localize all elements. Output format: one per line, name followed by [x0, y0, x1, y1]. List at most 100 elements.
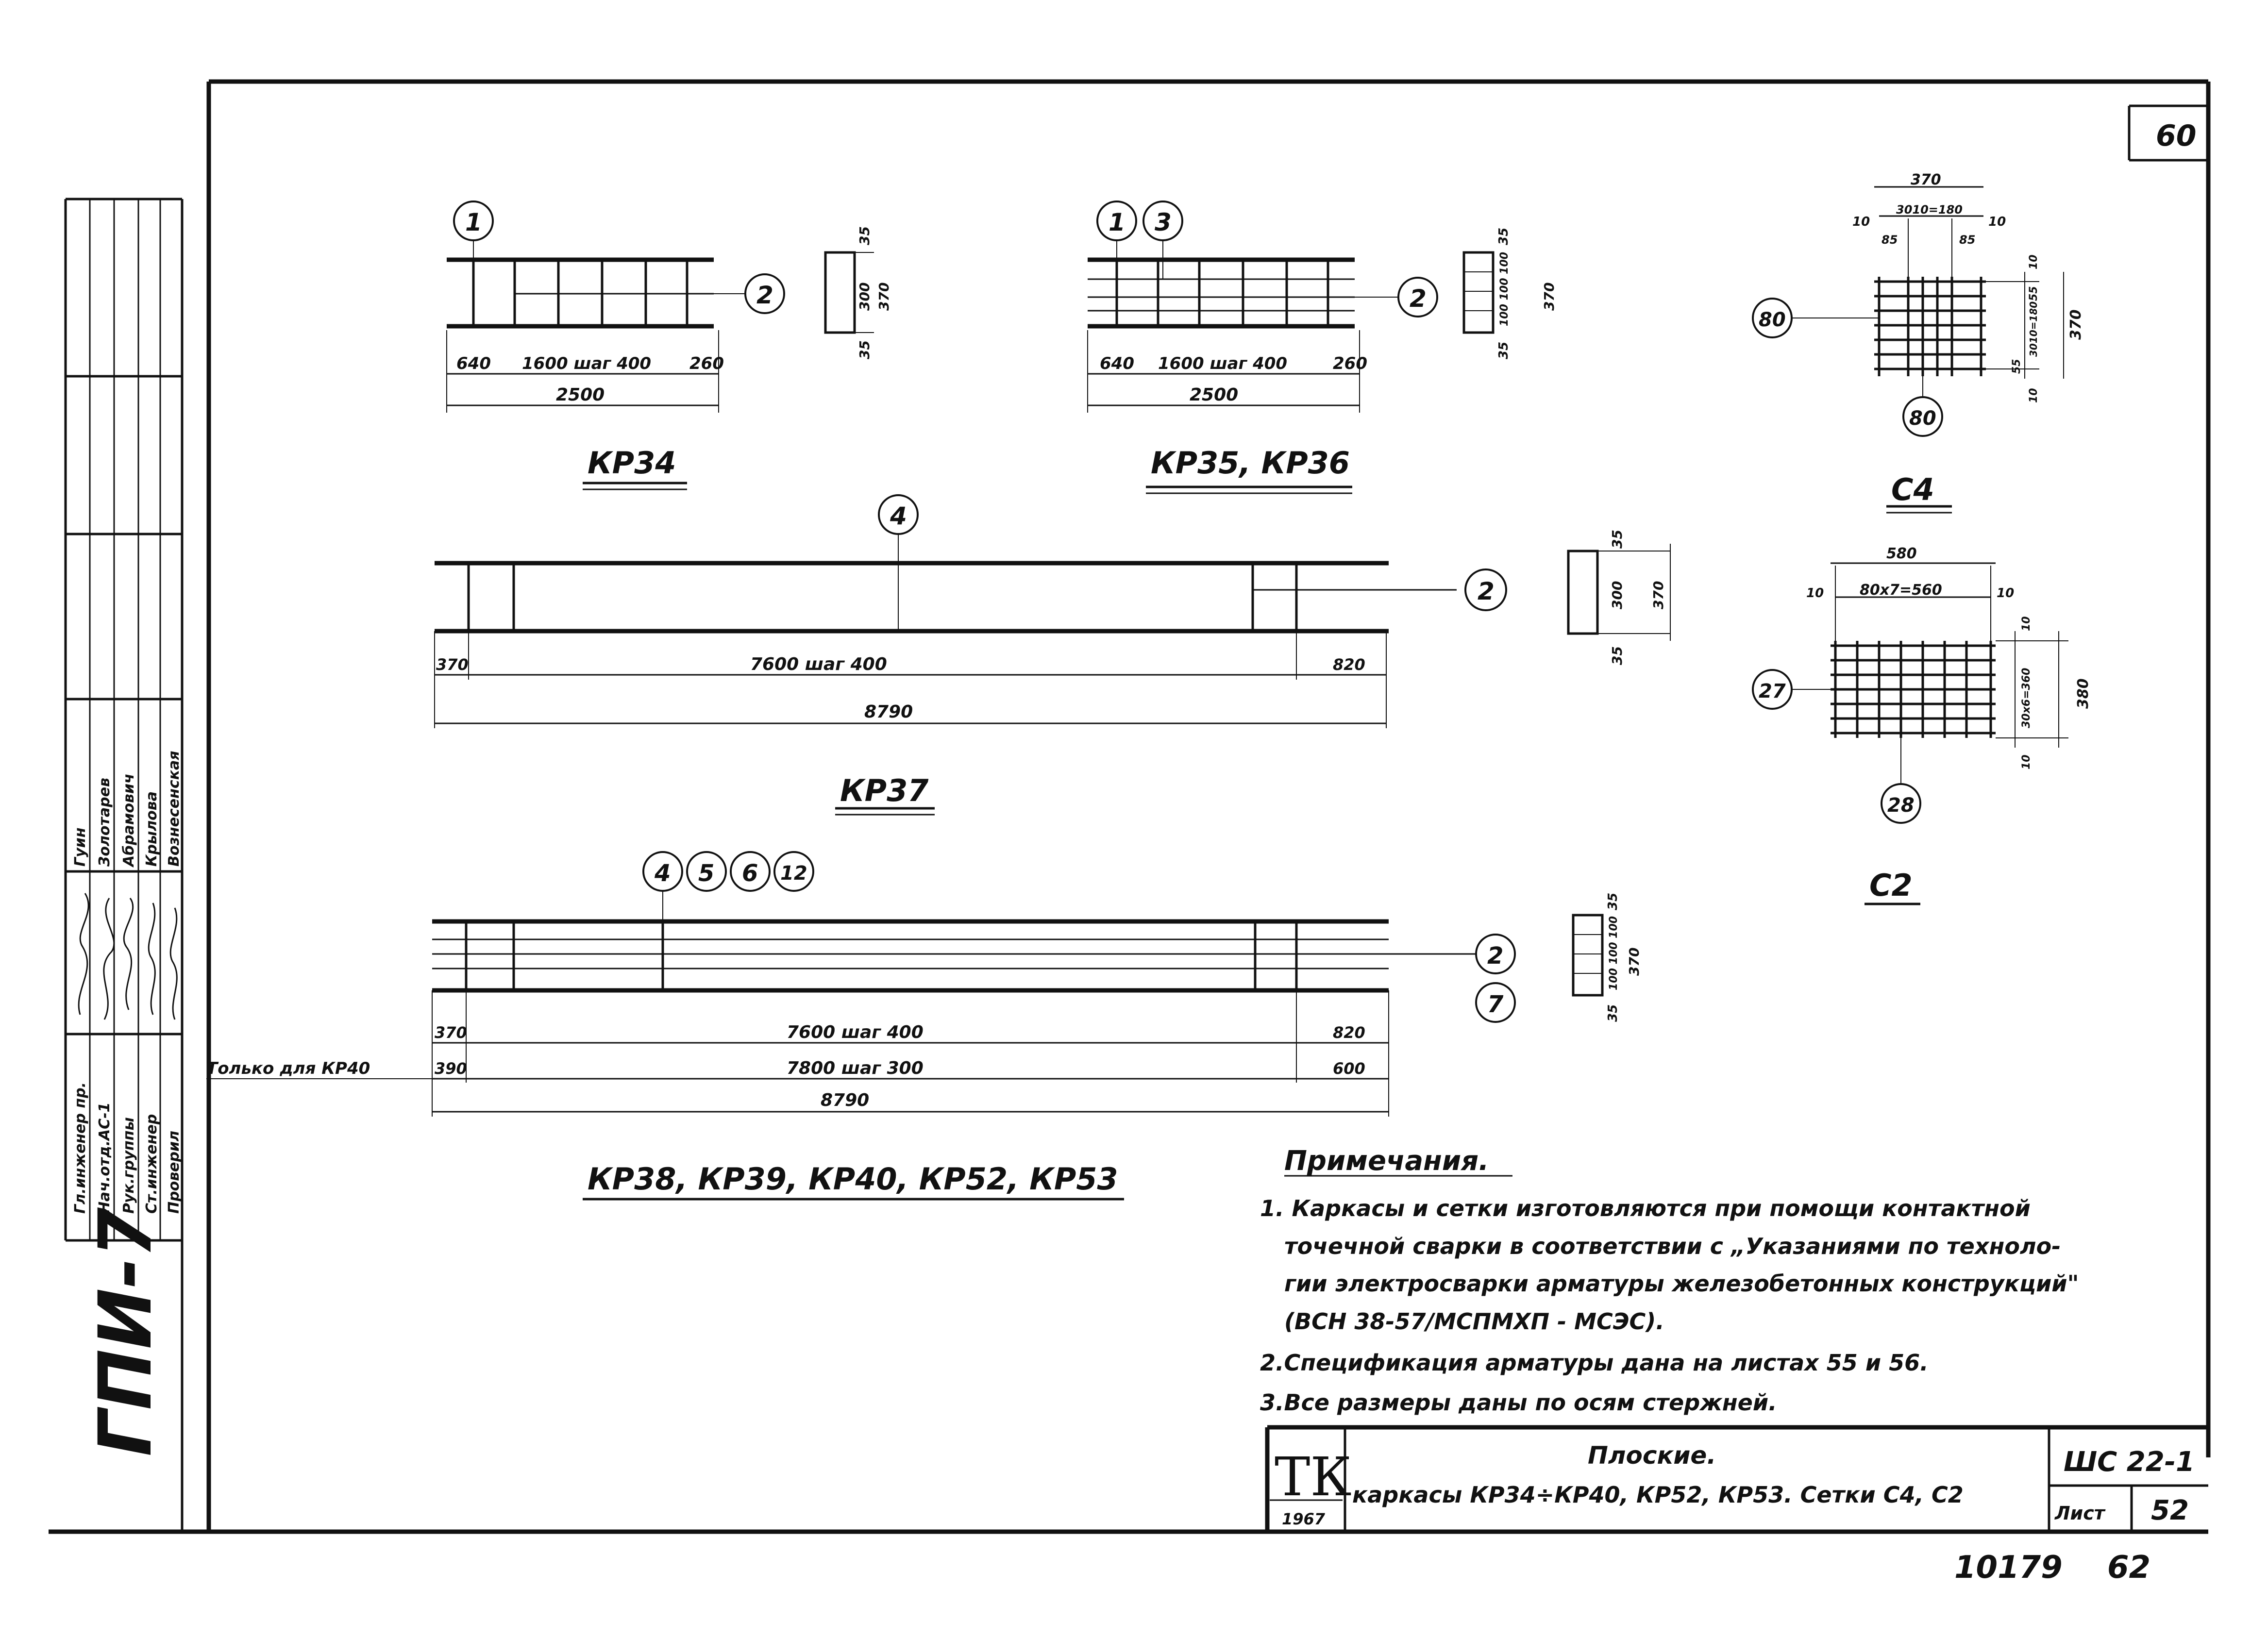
kr34-bubble-2: 2	[756, 281, 773, 309]
kr38-title: КР38, КР39, КР40, КР52, КР53	[588, 1161, 1118, 1197]
page-corner-number: 60	[2156, 119, 2197, 153]
kr37-dim-left: 370	[436, 655, 469, 674]
kr34-title: КР34	[588, 445, 676, 481]
kr37-drawing: 4 2 370 7600 шаг 400 820 8790 35 300 35 …	[434, 494, 1671, 816]
kr38-bubble-4: 4	[654, 860, 671, 887]
sheet-frame	[49, 79, 2211, 1534]
kr38-only-for: Только для КР40	[206, 1059, 370, 1078]
c4-dim-right-b: 3010=180	[2028, 301, 2039, 357]
notes-heading: Примечания.	[1284, 1145, 1489, 1177]
kr35-bubble-2: 2	[1410, 284, 1427, 313]
c2-dim-top-edge-r: 10	[1997, 586, 2014, 601]
kr37-bubble-4: 4	[890, 502, 907, 530]
c4-dim-sub-l: 85	[1882, 233, 1898, 247]
c4-bubble-left: 80	[1759, 309, 1786, 331]
stamp-name-1: Гуин	[72, 828, 89, 867]
stamp-name-4: Крылова	[143, 791, 160, 867]
kr35-side-overall: 370	[1541, 283, 1557, 311]
kr38-side-bot: 35	[1606, 1004, 1620, 1022]
kr35-bubble-1: 1	[1109, 208, 1126, 236]
kr38-dim-row2-left: 390	[435, 1059, 467, 1078]
stamp-role-4: Ст.инженер	[143, 1114, 160, 1214]
kr38-drawing: 4 5 6 12 2 7 370 7600 шаг 400 820 Только…	[206, 851, 1642, 1201]
kr37-bubble-2: 2	[1478, 577, 1495, 605]
c4-dim-overall: 370	[2067, 309, 2084, 340]
c2-dim-top-edge-l: 10	[1806, 586, 1824, 601]
kr34-side-bot: 35	[857, 340, 873, 359]
stamp-role-1: Гл.инженер пр.	[72, 1082, 89, 1214]
title-line-1: Плоские.	[1588, 1441, 1716, 1470]
page-number-bottom: 62	[2107, 1550, 2150, 1586]
c4-drawing: 370 3010=180 10 10 85 85 80 80 10 55 301	[1752, 171, 2084, 514]
kr38-dim-row1-right: 820	[1333, 1023, 1365, 1042]
kr38-dim-row1-mid: 7600 шаг 400	[787, 1022, 924, 1042]
kr35-dim-mid: 1600 шаг 400	[1158, 354, 1287, 373]
kr38-dim-row1-left: 370	[435, 1023, 467, 1042]
kr34-side-mid: 300	[857, 283, 873, 311]
note-line-1: 1. Каркасы и сетки изготовляются при пом…	[1260, 1195, 2031, 1221]
note-line-6: 3.Все размеры даны по осям стержней.	[1260, 1389, 1777, 1416]
stamp-role-5: Проверил	[166, 1131, 183, 1214]
stamp-name-2: Золотарев	[96, 778, 113, 867]
c4-dim-right-a: 55	[2028, 286, 2040, 301]
c2-dim-right-edge-b: 10	[2020, 754, 2033, 769]
kr38-side-overall: 370	[1626, 948, 1642, 976]
kr35-side-top: 35	[1496, 228, 1511, 245]
title-line-2: каркасы КР34÷КР40, КР52, КР53. Сетки С4,…	[1352, 1482, 1964, 1508]
c4-dim-top-inner: 3010=180	[1896, 203, 1963, 217]
kr38-dim-total: 8790	[821, 1090, 869, 1110]
kr38-bubble-2: 2	[1487, 942, 1503, 969]
kr38-dim-row2-mid: 7800 шаг 300	[787, 1058, 924, 1078]
stamp-name-5: Вознесенская	[166, 751, 183, 867]
stamp-role-3: Рук.группы	[120, 1117, 137, 1214]
kr35-dim-total: 2500	[1190, 385, 1238, 405]
kr37-dim-total: 8790	[864, 702, 913, 722]
c2-bubble-bottom: 28	[1887, 794, 1915, 817]
stamp-role-2: Нач.отд.АС-1	[96, 1102, 113, 1214]
sheet-label: Лист	[2054, 1503, 2106, 1524]
title-code: ШС 22-1	[2064, 1446, 2195, 1478]
note-line-5: 2.Спецификация арматуры дана на листах 5…	[1260, 1350, 1929, 1376]
kr38-side-top: 35	[1606, 893, 1620, 910]
kr35-drawing: 1 3 2 640 1600 шаг 400 260 2500 35 100 1…	[1087, 201, 1557, 494]
kr37-dim-mid: 7600 шаг 400	[750, 654, 887, 674]
note-line-4: (ВСН 38-57/МСПМХП - МСЭС).	[1284, 1308, 1664, 1335]
notes: Примечания. 1. Каркасы и сетки изготовля…	[1260, 1145, 2079, 1416]
page-number-box: 60	[2128, 104, 2208, 162]
c2-dim-overall: 380	[2075, 678, 2092, 709]
kr35-bubble-3: 3	[1155, 208, 1172, 236]
c4-dim-sub-r: 85	[1959, 233, 1975, 247]
c4-title: С4	[1891, 472, 1934, 507]
stamp-name-3: Абрамович	[120, 773, 137, 868]
c2-drawing: 580 80х7=560 10 10 27 28 10 30х6=360 1	[1752, 545, 2092, 905]
note-line-2: точечной сварки в соответствии с „Указан…	[1284, 1233, 2061, 1259]
c2-dim-right-mid: 30х6=360	[2020, 668, 2033, 728]
c4-dim-right-edge-b: 10	[2028, 388, 2040, 403]
c2-dim-right-edge-t: 10	[2020, 616, 2033, 631]
kr34-side-top: 35	[857, 226, 873, 245]
kr37-title: КР37	[840, 773, 929, 808]
left-stamp: Гл.инженер пр. Нач.отд.АС-1 Рук.группы С…	[64, 198, 184, 1532]
c4-dim-top-edge-r: 10	[1988, 215, 2006, 229]
c2-dim-top-total: 580	[1886, 545, 1917, 562]
kr34-drawing: 1 2 640 1600 шаг 400 260 2500 35 300 35 …	[446, 201, 892, 490]
title-year: 1967	[1282, 1510, 1326, 1528]
kr37-side-top: 35	[1609, 530, 1625, 549]
kr37-side-overall: 370	[1650, 581, 1666, 609]
kr38-bubble-5: 5	[698, 860, 714, 887]
c4-dim-top-total: 370	[1911, 171, 1941, 188]
left-drawing-code: ГПИ-7	[84, 1207, 168, 1456]
kr38-bubble-7: 7	[1487, 991, 1504, 1018]
c4-dim-right-edge-t: 10	[2028, 254, 2040, 269]
kr34-dim-right: 260	[689, 354, 724, 373]
kr35-side-bot: 35	[1496, 342, 1511, 359]
kr35-side-mid: 100 100 100	[1498, 252, 1511, 326]
c2-bubble-left: 27	[1759, 680, 1786, 702]
kr35-dim-left: 640	[1100, 354, 1134, 373]
kr38-dim-row2-right: 600	[1333, 1059, 1365, 1078]
signatures	[78, 893, 178, 1020]
kr37-side-bot: 35	[1609, 646, 1625, 665]
c2-dim-top-inner: 80х7=560	[1860, 582, 1942, 599]
kr37-dim-right: 820	[1333, 655, 1365, 674]
kr34-dim-left: 640	[456, 354, 491, 373]
